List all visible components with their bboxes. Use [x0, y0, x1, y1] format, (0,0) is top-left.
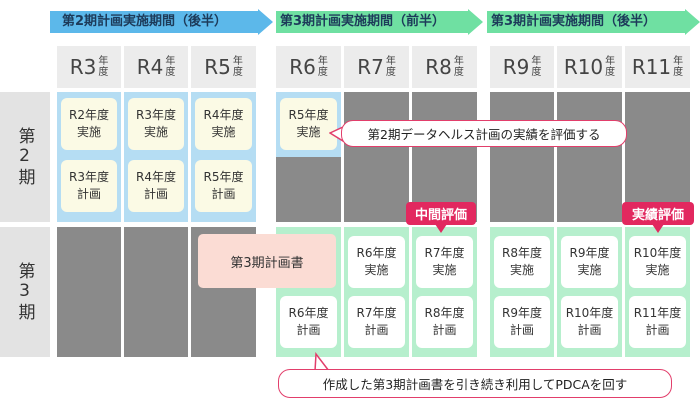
card-r3-plan: R3年度 計画 [61, 160, 117, 212]
card-r6-plan: R6年度 計画 [280, 296, 337, 348]
phase-label: 第2期計画実施期間（後半） [62, 14, 228, 29]
phase-arrow-3-early: 第3期計画実施期間（前半） [276, 9, 483, 39]
card-r2-implement: R2年度 実施 [61, 98, 117, 150]
row-label-period2: 第2期 [0, 92, 50, 222]
badge-pointer-icon [652, 224, 664, 233]
card-r11-plan: R11年度 計画 [629, 296, 686, 348]
period2-cell-r10 [557, 92, 622, 222]
badge-label: 中間評価 [406, 202, 476, 225]
card-r10-plan: R10年度 計画 [561, 296, 618, 348]
arrow-right-icon [276, 9, 483, 35]
period2-cell-r9 [490, 92, 554, 222]
period3-plan-document: 第3期計画書 [198, 234, 336, 288]
phase-arrow-3-late: 第3期計画実施期間（後半） [487, 9, 700, 39]
card-r8-plan: R8年度 計画 [416, 296, 473, 348]
period2-cell-r11 [625, 92, 690, 222]
card-r9-plan: R9年度 計画 [494, 296, 550, 348]
badge-pointer-icon [435, 224, 447, 233]
card-r9-implement: R9年度 実施 [561, 236, 618, 288]
callout-evaluate: 第2期データヘルス計画の実績を評価する [341, 120, 627, 147]
card-r5-plan: R5年度 計画 [195, 160, 252, 212]
card-r3-implement: R3年度 実施 [128, 98, 184, 150]
card-r10-implement: R10年度 実施 [629, 236, 686, 288]
card-r4-plan: R4年度 計画 [128, 160, 184, 212]
period2-cell-r7 [344, 92, 409, 222]
phase-label: 第3期計画実施期間（後半） [491, 14, 657, 29]
card-r7-plan: R7年度 計画 [348, 296, 405, 348]
badge-final-evaluation: 実績評価 [622, 202, 694, 234]
card-r6-implement: R6年度 実施 [348, 236, 405, 288]
card-r4-implement: R4年度 実施 [195, 98, 252, 150]
badge-label: 実績評価 [622, 202, 694, 225]
card-r5-implement: R5年度 実施 [280, 98, 337, 150]
period2-cell-r8 [412, 92, 477, 222]
card-r8-implement: R8年度 実施 [494, 236, 550, 288]
badge-midterm-evaluation: 中間評価 [406, 202, 476, 234]
period2-cell-r6-bottom [276, 157, 341, 222]
period3-cell-r4 [124, 227, 188, 357]
arrow-right-icon [50, 9, 273, 35]
phase-label: 第3期計画実施期間（前半） [280, 14, 446, 29]
arrow-right-icon [487, 9, 700, 35]
row-label-period3: 第3期 [0, 227, 50, 357]
period3-cell-r3 [57, 227, 121, 357]
phase-arrow-2-late: 第2期計画実施期間（後半） [50, 9, 273, 39]
callout-pdca: 作成した第3期計画書を引き続き利用してPDCAを回す [278, 369, 672, 398]
card-r7-implement: R7年度 実施 [416, 236, 473, 288]
